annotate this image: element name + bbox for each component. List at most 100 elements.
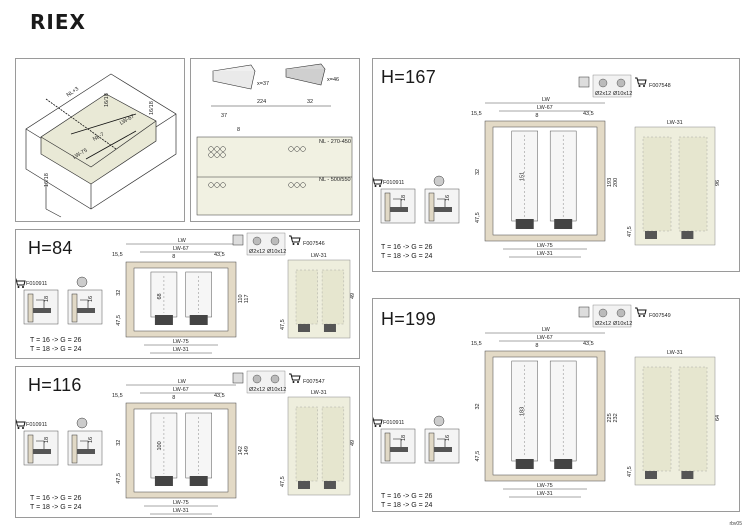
dim-32: 32 xyxy=(307,99,313,105)
t16-h199: T = 16 -> G = 26 xyxy=(381,493,433,500)
label-nl-minus7: NL-7 xyxy=(92,132,105,143)
dim-32-left: 32 xyxy=(475,169,481,175)
dim-lw: LW xyxy=(542,97,551,103)
dim-lw75: LW-75 xyxy=(173,339,189,345)
label-nl-plus3: NL+3 xyxy=(66,86,80,99)
fitting-part-a xyxy=(252,374,262,384)
dia-b: Ø10x12 xyxy=(267,249,286,255)
side-profile-detail: 16 xyxy=(67,289,103,325)
parts-drawing: x=37 x=46 224 32 37 8 NL - 270-450 NL - … xyxy=(196,63,353,216)
side-profile-detail: 18 xyxy=(23,430,59,466)
t16-h167: T = 16 -> G = 26 xyxy=(381,244,433,251)
dim-thickness: 18 xyxy=(401,435,407,441)
cart-icon-set xyxy=(635,77,647,87)
dim-lw31: LW-31 xyxy=(173,508,189,514)
dim-lw67: LW-67 xyxy=(537,335,553,341)
dim-inner-height: 183 xyxy=(519,407,525,416)
side-runner-a xyxy=(298,481,310,489)
dim-37: 37 xyxy=(221,113,227,119)
side-wall xyxy=(185,271,212,318)
side-rail-b xyxy=(678,136,708,232)
side-profile-detail: 16 xyxy=(67,430,103,466)
dim-43-5: 43,5 xyxy=(583,111,594,117)
dim-43-5: 43,5 xyxy=(583,341,594,347)
nl-500-550: NL - 500/550 xyxy=(319,177,351,183)
side-rail-a xyxy=(295,406,318,482)
dim-outer-height-2: 117 xyxy=(244,294,250,303)
dim-47-5-left: 47,5 xyxy=(475,451,481,462)
parts-panel: x=37 x=46 224 32 37 8 NL - 270-450 NL - … xyxy=(190,58,360,222)
dia-a: Ø2x12 xyxy=(249,249,265,255)
dim-inner-height: 68 xyxy=(157,293,163,299)
dim-outer-height: 193 xyxy=(607,178,613,187)
runner xyxy=(515,459,534,469)
dim-thickness: 16 xyxy=(88,296,94,302)
fitting-part-b xyxy=(616,308,626,318)
t16-h84: T = 16 -> G = 26 xyxy=(30,337,82,344)
tg-h167: T = 16 -> G = 26 T = 18 -> G = 24 xyxy=(381,243,432,261)
dim-thickness: 18 xyxy=(401,195,407,201)
dim-lw67: LW-67 xyxy=(537,105,553,111)
dim-lw31: LW-31 xyxy=(173,347,189,353)
dim-15-5: 15,5 xyxy=(471,341,482,347)
dia-b: Ø10x12 xyxy=(267,387,286,393)
drawer-overview-panel: NL+3 NL-7 LW-67 LW-75 16/18 16/18 16/18 xyxy=(15,58,185,222)
runner xyxy=(189,476,208,486)
cart-icon-set xyxy=(289,373,301,383)
side-dim: 96 xyxy=(715,180,721,186)
side-rail-b xyxy=(321,269,344,325)
riex-logo: RIEX xyxy=(30,10,86,34)
drawer-interior xyxy=(492,126,598,236)
fitting-part-a xyxy=(598,308,608,318)
dia-a: Ø2x12 xyxy=(249,387,265,393)
runner xyxy=(189,315,208,325)
dim-lw75: LW-75 xyxy=(537,243,553,249)
side-lw31: LW-31 xyxy=(667,350,683,356)
cart-icon-set xyxy=(289,235,301,245)
drawer-isometric-drawing: NL+3 NL-7 LW-67 LW-75 16/18 16/18 16/18 xyxy=(25,73,177,218)
dim-lw: LW xyxy=(542,327,551,333)
side-wall xyxy=(150,271,178,318)
box-icon xyxy=(232,372,244,384)
drawer-interior xyxy=(492,356,598,476)
dim-15-5: 15,5 xyxy=(112,252,123,258)
title-h84: H=84 xyxy=(28,238,73,258)
dia-b: Ø10x12 xyxy=(613,321,632,327)
dim-outer-height: 225 xyxy=(607,413,613,422)
dim-8: 8 xyxy=(237,127,240,133)
box-icon xyxy=(232,234,244,246)
title-h167: H=167 xyxy=(381,67,437,87)
side-runner-a xyxy=(645,231,657,239)
dim-inner-height: 151 xyxy=(519,172,525,181)
t18-h167: T = 18 -> G = 24 xyxy=(381,253,433,260)
dim-43-5: 43,5 xyxy=(214,252,225,258)
dim-thickness: 16 xyxy=(445,435,451,441)
dim-outer-height-2: 232 xyxy=(613,413,619,422)
dim-lw67: LW-67 xyxy=(173,246,189,252)
title-h116: H=116 xyxy=(28,375,82,395)
side-rail-a xyxy=(642,136,672,232)
dim-47-5-left: 47,5 xyxy=(116,315,122,326)
qty-b: x=46 xyxy=(327,77,339,83)
dim-outer-height: 142 xyxy=(238,446,244,455)
side-runner-b xyxy=(681,231,694,239)
box-icon xyxy=(578,306,590,318)
dim-47-5-left: 47,5 xyxy=(475,212,481,223)
fitting-part-a xyxy=(598,78,608,88)
fitting-icon xyxy=(76,417,88,429)
t18-h84: T = 18 -> G = 24 xyxy=(30,346,82,353)
dim-lw: LW xyxy=(178,238,187,244)
side-runner-b xyxy=(681,471,694,479)
